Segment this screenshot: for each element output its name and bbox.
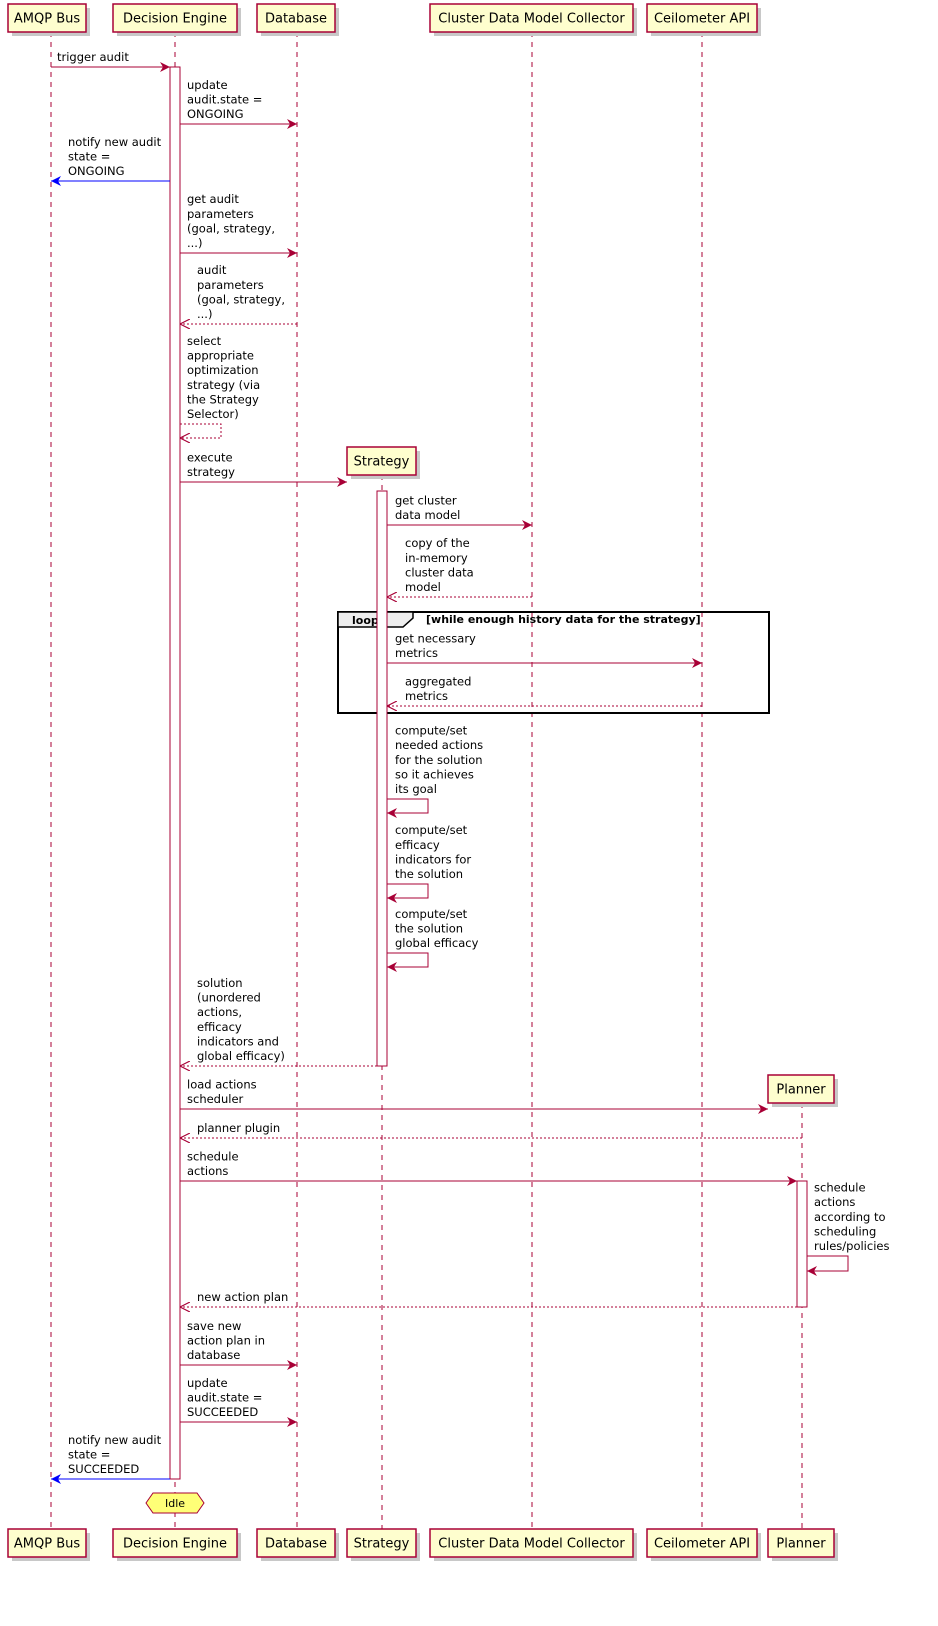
participant-planner-top: Planner: [767, 1074, 838, 1107]
participant-db-top: Database: [256, 3, 339, 36]
message-label: new action plan: [197, 1290, 288, 1304]
message-label: planner plugin: [197, 1121, 280, 1135]
participant-strategy-bottom: Strategy: [346, 1528, 420, 1561]
message-m17: planner plugin: [180, 1121, 802, 1138]
participant-strategy-top: Strategy: [346, 446, 420, 479]
participant-label: AMQP Bus: [14, 12, 80, 27]
loop-condition: [while enough history data for the strat…: [426, 613, 701, 626]
message-arrow: [387, 952, 429, 972]
participant-label: Strategy: [354, 455, 410, 470]
message-m20: new action plan: [180, 1290, 797, 1307]
message-arrow: [807, 1255, 849, 1276]
participant-engine-top: Decision Engine: [112, 3, 241, 36]
idle-label: Idle: [165, 1497, 185, 1510]
activation-decision-engine: [169, 66, 181, 1480]
loop-fragment: loop [while enough history data for the s…: [337, 611, 770, 714]
participant-db-bottom: Database: [256, 1528, 339, 1561]
participant-label: Cluster Data Model Collector: [438, 12, 625, 27]
participant-label: Decision Engine: [123, 12, 227, 27]
participant-label: Cluster Data Model Collector: [438, 1537, 625, 1552]
participant-engine-bottom: Decision Engine: [112, 1528, 241, 1561]
message-arrow: [180, 423, 222, 438]
participant-cdmc-bottom: Cluster Data Model Collector: [429, 1528, 637, 1561]
participant-label: Planner: [776, 1083, 826, 1098]
participant-planner-bottom: Planner: [767, 1528, 838, 1561]
idle-state: Idle: [145, 1492, 205, 1514]
participant-label: Planner: [776, 1537, 826, 1552]
participant-ceilometer-top: Ceilometer API: [646, 3, 761, 36]
participant-amqp-top: AMQP Bus: [7, 3, 90, 36]
loop-label: loop: [352, 614, 379, 627]
message-m1: trigger audit: [51, 50, 170, 72]
participant-amqp-bottom: AMQP Bus: [7, 1528, 90, 1561]
participant-label: AMQP Bus: [14, 1537, 80, 1552]
activation-strategy: [376, 490, 388, 1067]
message-arrow: [387, 883, 429, 903]
participant-label: Ceilometer API: [654, 1537, 750, 1552]
participant-label: Ceilometer API: [654, 12, 750, 27]
message-label: trigger audit: [57, 50, 129, 64]
participant-cdmc-top: Cluster Data Model Collector: [429, 3, 637, 36]
participant-label: Database: [265, 12, 327, 27]
participant-label: Decision Engine: [123, 1537, 227, 1552]
activation-planner: [796, 1180, 808, 1308]
participant-label: Strategy: [354, 1537, 410, 1552]
participant-ceilometer-bottom: Ceilometer API: [646, 1528, 761, 1561]
participant-label: Database: [265, 1537, 327, 1552]
message-arrow: [387, 798, 429, 818]
